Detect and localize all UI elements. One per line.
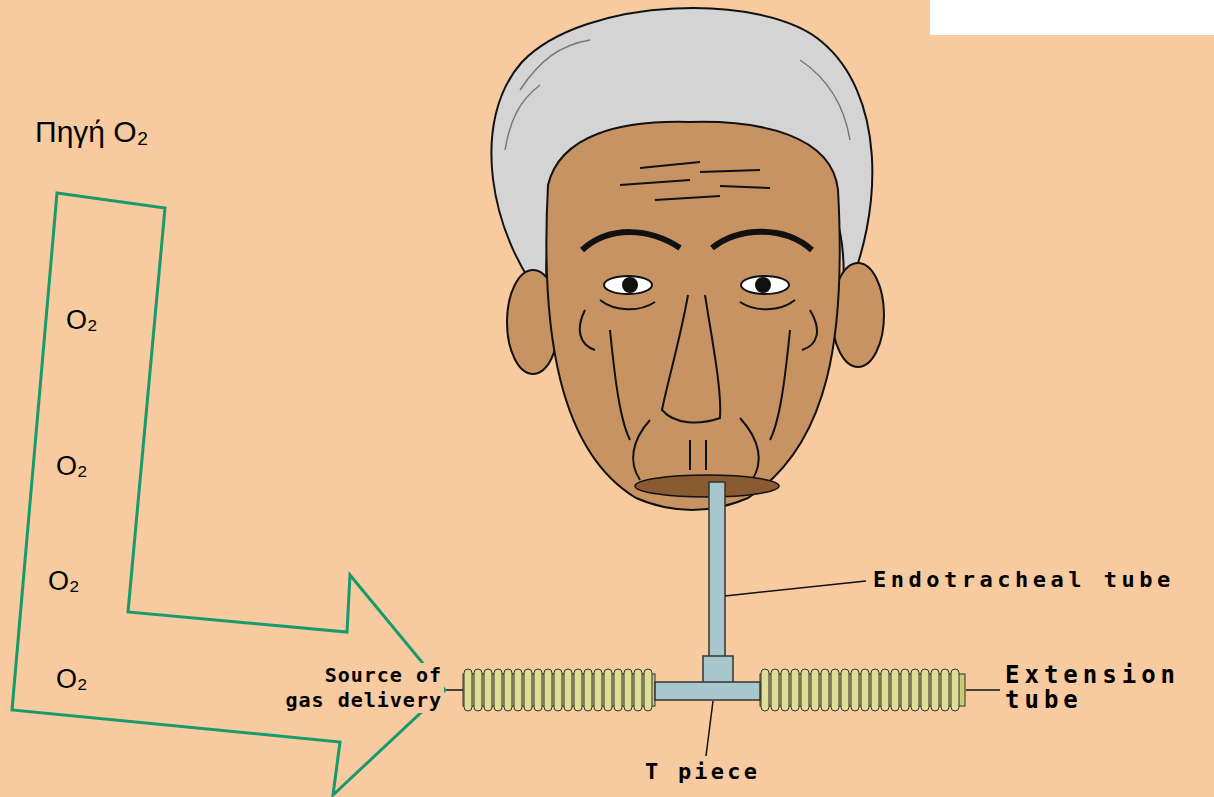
oxygen-label: O₂ <box>56 665 87 695</box>
lips <box>635 475 779 497</box>
arrow-outline-path <box>12 193 445 795</box>
leader-lines <box>440 581 1000 756</box>
part-label: Endotracheal tube <box>871 567 1177 592</box>
part-label: Source of gas delivery <box>276 663 444 713</box>
white-panel <box>930 0 1214 35</box>
part-label: Extension tube <box>1003 663 1207 713</box>
oxygen-label: O₂ <box>56 452 87 482</box>
oxygen-label: O₂ <box>66 306 97 336</box>
head <box>491 8 884 510</box>
oxygen-label: O₂ <box>48 567 79 597</box>
face-features <box>580 162 817 480</box>
t-piece <box>655 656 760 700</box>
source-heading: Πηγή O₂ <box>35 115 148 148</box>
endotracheal-tube <box>709 482 725 658</box>
part-label: T piece <box>643 759 762 784</box>
